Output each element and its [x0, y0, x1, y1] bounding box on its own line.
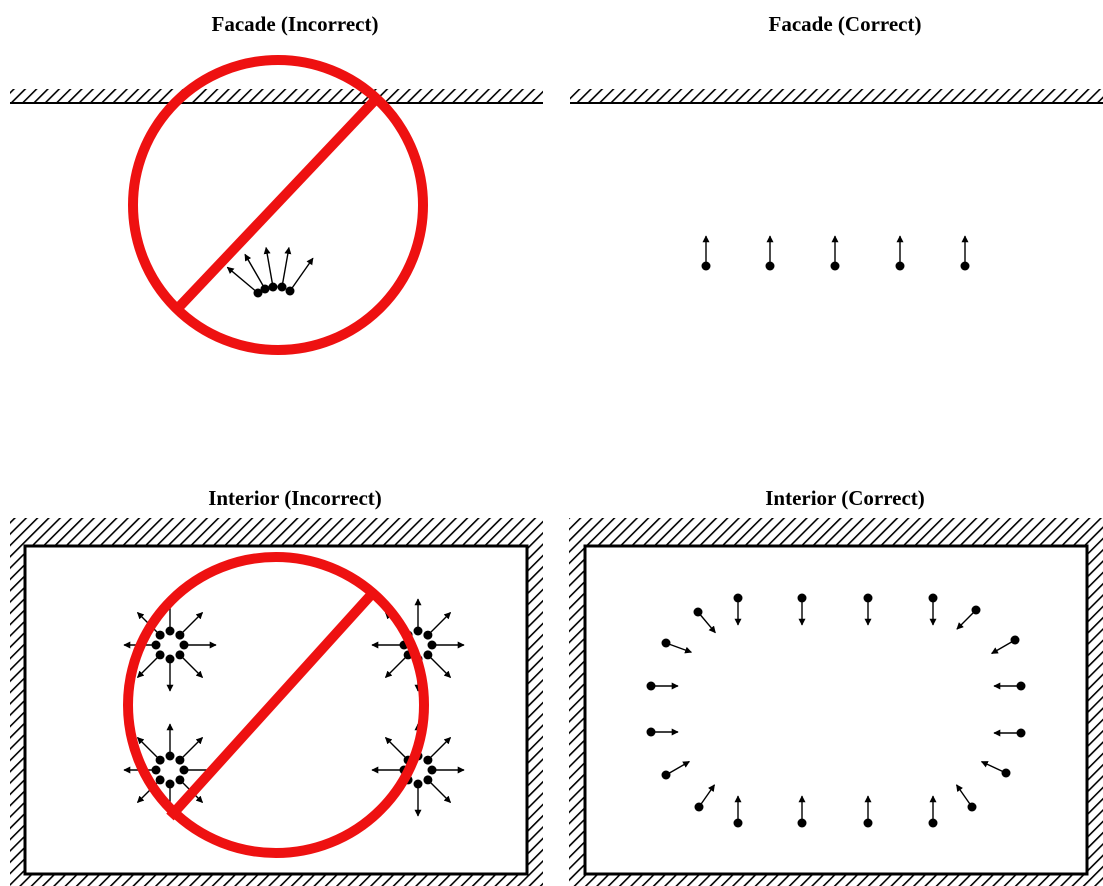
sensor-dot — [427, 640, 437, 650]
sensor-dot — [694, 802, 704, 812]
sensor-dot — [797, 593, 807, 603]
sensor-dot — [179, 640, 189, 650]
sensor-arrow — [136, 654, 161, 679]
sensor-dot — [155, 755, 165, 765]
sensor-dot — [1016, 728, 1026, 738]
sensor-dot — [895, 261, 905, 271]
sensor-dot — [179, 765, 189, 775]
sensor-dot — [928, 593, 938, 603]
sensor-dot — [661, 638, 671, 648]
sensor-arrow — [384, 654, 409, 679]
sensor-dot — [733, 818, 743, 828]
sensor-dot — [661, 770, 671, 780]
sensor-arrow — [427, 779, 452, 804]
sensor-dot — [423, 630, 433, 640]
sensor-dot — [175, 630, 185, 640]
sensor-arrow — [179, 654, 204, 679]
interior-incorrect-room — [23, 544, 529, 876]
sensor-dot — [151, 640, 161, 650]
facade-correct-wall — [570, 89, 1103, 102]
sensor-dot — [646, 727, 656, 737]
sensor-arrow — [427, 654, 452, 679]
sensor-dot — [175, 755, 185, 765]
sensor-dot — [423, 755, 433, 765]
sensor-arrow — [179, 611, 204, 636]
sensor-arrow — [384, 736, 409, 761]
sensor-dot — [423, 650, 433, 660]
sensor-dot — [928, 818, 938, 828]
panel-title-facade-incorrect: Facade (Incorrect) — [211, 12, 379, 36]
sensor-dot — [268, 282, 278, 292]
prohibition-slash — [166, 592, 374, 821]
sensor-dot — [693, 607, 703, 617]
prohibition-circle — [123, 552, 429, 858]
sensor-dot — [427, 765, 437, 775]
panel-title-interior-correct: Interior (Correct) — [765, 486, 925, 510]
sensor-dot — [960, 261, 970, 271]
sensor-dot — [253, 288, 263, 298]
sensor-arrow — [179, 736, 204, 761]
sensor-arrow — [427, 611, 452, 636]
prohibition-circle — [128, 55, 428, 355]
sensor-dot — [967, 802, 977, 812]
sensor-dot — [971, 605, 981, 615]
sensor-dot — [413, 779, 423, 789]
sensor-dot — [175, 650, 185, 660]
sensor-arrow — [427, 736, 452, 761]
sensor-dot — [1001, 768, 1011, 778]
sensor-dot — [733, 593, 743, 603]
sensor-arrow — [697, 611, 716, 634]
sensor-dot — [765, 261, 775, 271]
prohibition-slash — [176, 95, 380, 310]
sensor-dot — [155, 630, 165, 640]
sensor-dot — [423, 775, 433, 785]
sensor-dot — [175, 775, 185, 785]
sensor-dot — [1016, 681, 1026, 691]
sensor-dot — [155, 650, 165, 660]
sensor-dot — [863, 593, 873, 603]
panel-title-interior-incorrect: Interior (Incorrect) — [208, 486, 382, 510]
sensor-dot — [165, 626, 175, 636]
sensor-dot — [701, 261, 711, 271]
sensor-arrow — [263, 246, 274, 288]
sensor-dot — [260, 284, 270, 294]
sensor-arrow — [226, 266, 259, 294]
sensor-dot — [797, 818, 807, 828]
sensor-dot — [1010, 635, 1020, 645]
sensor-dot — [863, 818, 873, 828]
sensor-dot — [151, 765, 161, 775]
sensor-dot — [830, 261, 840, 271]
sensor-dot — [165, 751, 175, 761]
sensor-dot — [413, 626, 423, 636]
sensor-dot — [165, 779, 175, 789]
facade-incorrect-wall — [10, 89, 543, 102]
sensor-dot — [277, 282, 287, 292]
sensor-dot — [165, 654, 175, 664]
sensor-dot — [285, 286, 295, 296]
sensor-dot — [155, 775, 165, 785]
sensor-arrow — [289, 257, 314, 292]
interior-correct-room — [583, 544, 1089, 876]
sensor-arrow — [136, 736, 161, 761]
sensor-arrow — [956, 609, 977, 630]
sensor-arrow — [665, 642, 693, 654]
sensor-arrow — [281, 246, 292, 288]
sensor-arrow — [244, 253, 266, 290]
sensor-dot — [646, 681, 656, 691]
panel-title-facade-correct: Facade (Correct) — [768, 12, 922, 36]
